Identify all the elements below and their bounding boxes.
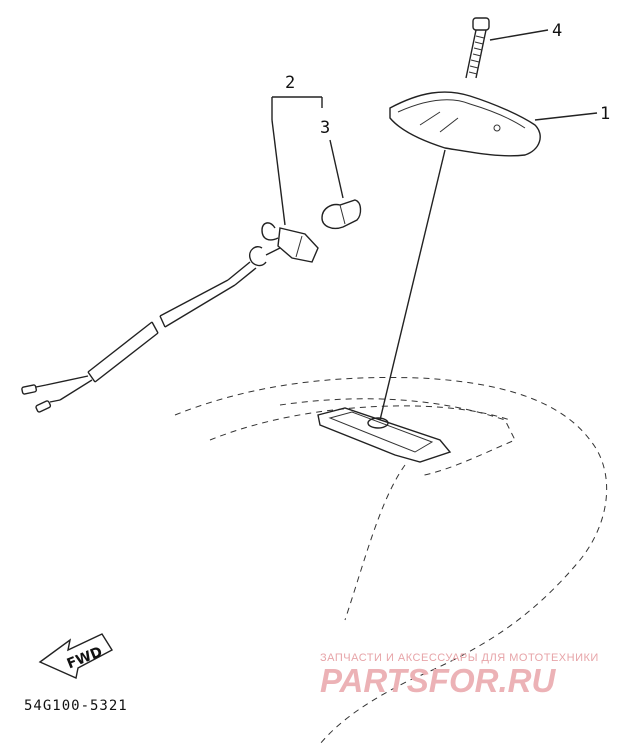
callout-3: 3 — [320, 118, 330, 138]
bulb — [321, 199, 362, 230]
callout-bracket-2 — [271, 96, 323, 226]
mounting-plate — [317, 407, 452, 463]
screw — [465, 17, 490, 79]
callout-2: 2 — [285, 73, 295, 93]
leader-line-light-to-plate — [379, 149, 446, 421]
part-code: 54G100-5321 — [24, 698, 128, 714]
fwd-arrow-icon — [38, 633, 113, 679]
callout-leader-4 — [489, 29, 549, 41]
socket-assembly — [248, 222, 319, 267]
callout-leader-3 — [329, 139, 344, 199]
wire-connectors — [21, 384, 61, 413]
watermark-brand: PARTSFOR.RU — [320, 662, 556, 699]
license-light-lens — [389, 91, 541, 157]
cable — [45, 261, 257, 401]
callout-4: 4 — [552, 21, 562, 41]
callout-1: 1 — [600, 104, 610, 124]
watermark-tagline: ЗАПЧАСТИ И АКСЕССУАРЫ ДЛЯ МОТОТЕХНИКИ — [320, 652, 599, 664]
callout-leader-1 — [534, 112, 598, 121]
body-panel-outline — [174, 376, 608, 744]
